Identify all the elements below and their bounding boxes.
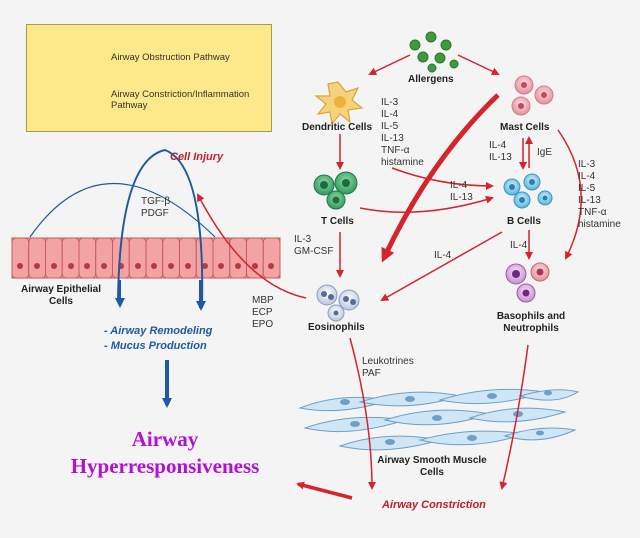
legend-constriction-label: Airway Constriction/Inflammation Pathway: [111, 89, 250, 111]
tcells-label: T Cells: [321, 216, 354, 227]
bcells-label: B Cells: [507, 216, 541, 227]
arrow-allergen-mast: [457, 54, 500, 76]
dendritic-label: Dendritic Cells: [302, 122, 373, 133]
basophils-label: Basophils and Neutrophils: [496, 311, 566, 334]
arrow-constriction-hyper: [296, 481, 353, 500]
cell-injury-label: Cell Injury: [170, 151, 224, 163]
arrow-eos-constriction: [349, 337, 376, 490]
b-to-eos-mediator: IL-4: [434, 250, 452, 261]
arrow-allergen-dendritic: [368, 54, 411, 76]
allergens-icon: [409, 31, 459, 73]
airway-constriction-label: Airway Constriction: [382, 499, 486, 511]
dendritic-cell-icon: [314, 81, 364, 126]
airway-epithelium: [11, 237, 281, 279]
arrow-bcell-eos: [380, 231, 503, 301]
epithelial-arch-thin: [29, 182, 216, 238]
arrow-mast-eos-bold: [381, 93, 500, 263]
eosinophils-label: Eosinophils: [308, 322, 365, 333]
smooth-muscle-label: Airway Smooth Muscle Cells: [377, 455, 487, 478]
ige-label: IgE: [537, 147, 553, 158]
basophil-neutrophil-icon: [505, 262, 550, 303]
epithelial-arch-blue: [117, 148, 204, 306]
legend-obstruction-label: Airway Obstruction Pathway: [111, 52, 230, 63]
arrow-baso-constriction: [499, 344, 529, 490]
mucus-label: - Mucus Production: [104, 340, 207, 352]
b-cell-icon: [503, 173, 553, 209]
mast-cell-icon: [511, 75, 554, 116]
legend: Airway Obstruction Pathway Airway Constr…: [26, 24, 272, 132]
eosinophil-icon: [316, 284, 360, 322]
t-cell-icon: [313, 171, 358, 210]
arrow-mast-baso: [557, 129, 582, 260]
mast-label: Mast Cells: [500, 122, 550, 133]
allergens-label: Allergens: [408, 74, 454, 85]
epithelial-label: Airway Epithelial Cells: [20, 284, 102, 307]
arrow-dendritic-bcell: [391, 167, 494, 190]
arrow-tcell-bcell: [359, 195, 494, 213]
b-to-baso-mediator: IL-4: [510, 240, 528, 251]
arrow-eos-cellinjury: [197, 193, 307, 299]
smooth-muscle-nuclei: [340, 390, 552, 445]
remodeling-label: - Airway Remodeling: [104, 325, 213, 337]
